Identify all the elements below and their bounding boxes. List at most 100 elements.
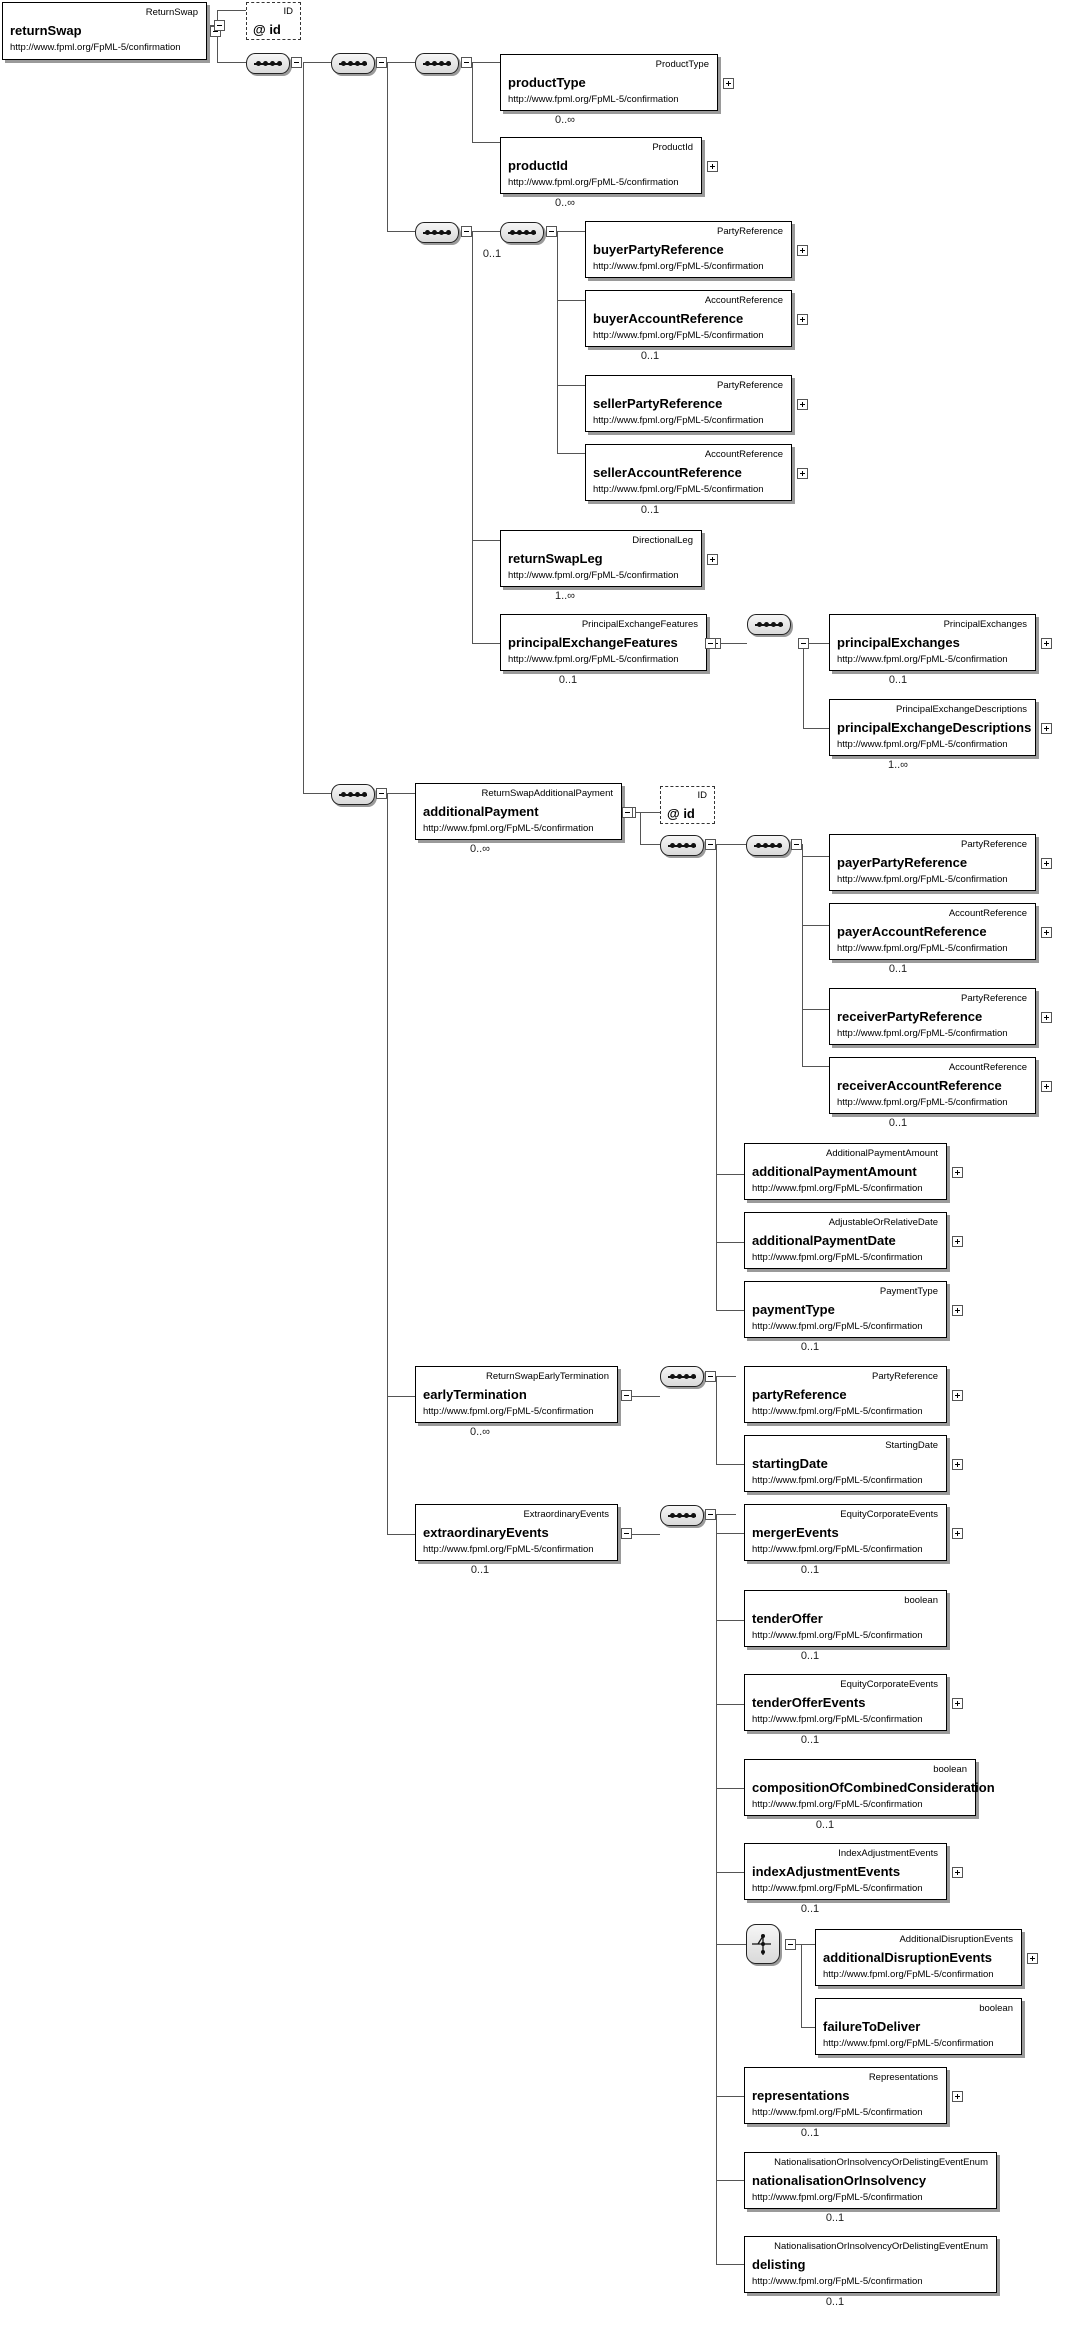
expand-toggle-icon[interactable] (707, 161, 718, 172)
element-name: tenderOffer (752, 1611, 823, 1626)
sequence-compositor-icon[interactable] (500, 222, 544, 243)
sequence-compositor-icon[interactable] (747, 614, 791, 635)
connector-line (472, 540, 500, 541)
collapse-toggle-icon[interactable] (291, 57, 302, 68)
expand-toggle-icon[interactable] (797, 314, 808, 325)
expand-toggle-icon[interactable] (952, 2091, 963, 2102)
expand-toggle-icon[interactable] (952, 1236, 963, 1247)
expand-toggle-icon[interactable] (797, 399, 808, 410)
sequence-compositor-icon[interactable] (331, 53, 375, 74)
type-label: ExtraordinaryEvents (523, 1509, 609, 1520)
collapse-toggle-icon[interactable] (705, 638, 716, 649)
sequence-compositor-icon[interactable] (331, 784, 375, 805)
expand-toggle-icon[interactable] (723, 78, 734, 89)
namespace: http://www.fpml.org/FpML-5/confirmation (752, 1714, 923, 1725)
expand-toggle-icon[interactable] (952, 1390, 963, 1401)
expand-toggle-icon[interactable] (1041, 638, 1052, 649)
collapse-toggle-icon[interactable] (376, 57, 387, 68)
collapse-toggle-icon[interactable] (461, 226, 472, 237)
collapse-toggle-icon[interactable] (622, 807, 633, 818)
attribute-returnSwapId[interactable]: ID@ id (246, 2, 301, 40)
sequence-compositor-icon[interactable] (660, 835, 704, 856)
sequence-dot (691, 1374, 696, 1379)
collapse-toggle-icon[interactable] (705, 1371, 716, 1382)
expand-toggle-icon[interactable] (952, 1167, 963, 1178)
expand-toggle-icon[interactable] (1041, 1012, 1052, 1023)
collapse-toggle-icon[interactable] (621, 1390, 632, 1401)
element-delisting[interactable]: NationalisationOrInsolvencyOrDelistingEv… (744, 2236, 997, 2293)
collapse-toggle-icon[interactable] (376, 788, 387, 799)
connector-line (303, 793, 331, 794)
namespace: http://www.fpml.org/FpML-5/confirmation (10, 42, 181, 53)
attribute-additionalPaymentId[interactable]: ID@ id (660, 786, 715, 824)
expand-toggle-icon[interactable] (1041, 1081, 1052, 1092)
collapse-toggle-icon[interactable] (705, 1509, 716, 1520)
expand-toggle-icon[interactable] (707, 554, 718, 565)
sequence-compositor-icon[interactable] (415, 53, 459, 74)
connector-line (716, 1620, 744, 1621)
connector-line (802, 925, 829, 926)
choice-compositor-icon[interactable] (746, 1924, 780, 1964)
expand-toggle-icon[interactable] (952, 1698, 963, 1709)
collapse-toggle-icon[interactable] (214, 20, 225, 31)
expand-toggle-icon[interactable] (1041, 858, 1052, 869)
collapse-toggle-icon[interactable] (785, 1939, 796, 1950)
sequence-compositor-icon[interactable] (746, 835, 790, 856)
expand-toggle-icon[interactable] (1041, 927, 1052, 938)
collapse-toggle-icon[interactable] (546, 226, 557, 237)
collapse-toggle-icon[interactable] (621, 1528, 632, 1539)
collapse-toggle-icon[interactable] (461, 57, 472, 68)
sequence-compositor-icon[interactable] (415, 222, 459, 243)
expand-toggle-icon[interactable] (952, 1459, 963, 1470)
expand-toggle-icon[interactable] (1027, 1953, 1038, 1964)
expand-toggle-icon[interactable] (797, 468, 808, 479)
sequence-line (668, 1376, 696, 1378)
sequence-line (508, 232, 536, 234)
sequence-compositor-icon[interactable] (246, 53, 290, 74)
sequence-compositor-icon[interactable] (660, 1505, 704, 1526)
element-name: principalExchangeFeatures (508, 635, 678, 650)
sequence-compositor-icon[interactable] (660, 1366, 704, 1387)
expand-toggle-icon[interactable] (952, 1528, 963, 1539)
element-nationalisationOrInsolvency[interactable]: NationalisationOrInsolvencyOrDelistingEv… (744, 2152, 997, 2209)
collapse-toggle-icon[interactable] (705, 839, 716, 850)
expand-toggle-icon[interactable] (1041, 723, 1052, 734)
expand-toggle-icon[interactable] (797, 245, 808, 256)
collapse-toggle-icon[interactable] (798, 638, 809, 649)
expand-toggle-icon[interactable] (952, 1305, 963, 1316)
expand-toggle-icon[interactable] (952, 1867, 963, 1878)
collapse-toggle-icon[interactable] (791, 839, 802, 850)
element-name: indexAdjustmentEvents (752, 1864, 901, 1879)
